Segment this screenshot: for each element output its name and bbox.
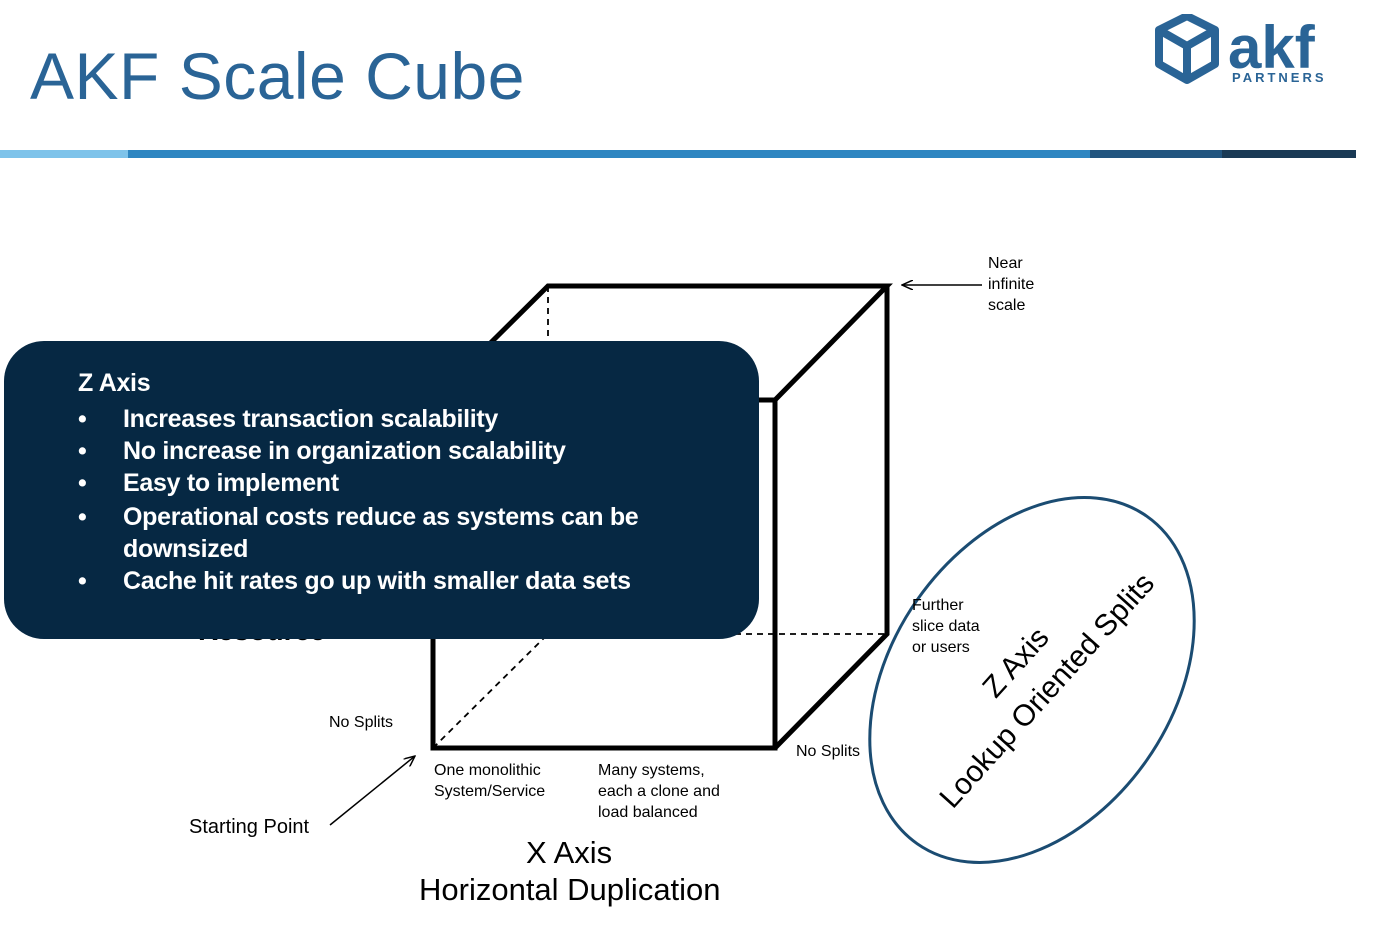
cube-logo-icon: akf PARTNERS <box>1155 12 1327 85</box>
starting-point-label: Starting Point <box>189 816 310 838</box>
company-logo: akf PARTNERS <box>1152 12 1352 94</box>
z-axis-callout <box>4 341 759 639</box>
many-systems-label: Many systems, each a clone and load bala… <box>598 762 720 821</box>
x-axis-sublabel: Horizontal Duplication <box>419 872 721 907</box>
x-axis-label: X Axis <box>526 835 613 870</box>
no-splits-right-label: No Splits <box>796 743 861 760</box>
one-monolithic-label: One monolithic System/Service <box>434 762 546 800</box>
near-infinite-label: Near infinite scale <box>988 255 1035 314</box>
logo-wordmark: akf <box>1228 14 1316 81</box>
logo-subtext: PARTNERS <box>1232 70 1327 85</box>
slide-title: AKF Scale Cube <box>30 39 525 113</box>
further-slice-label: Further slice data or users <box>912 597 980 656</box>
header-rule <box>0 150 1356 158</box>
no-splits-left-label: No Splits <box>329 714 394 731</box>
starting-point-arrow <box>329 756 415 826</box>
z-axis-ellipse <box>868 496 1196 864</box>
callout-heading: Z Axis <box>78 369 151 397</box>
